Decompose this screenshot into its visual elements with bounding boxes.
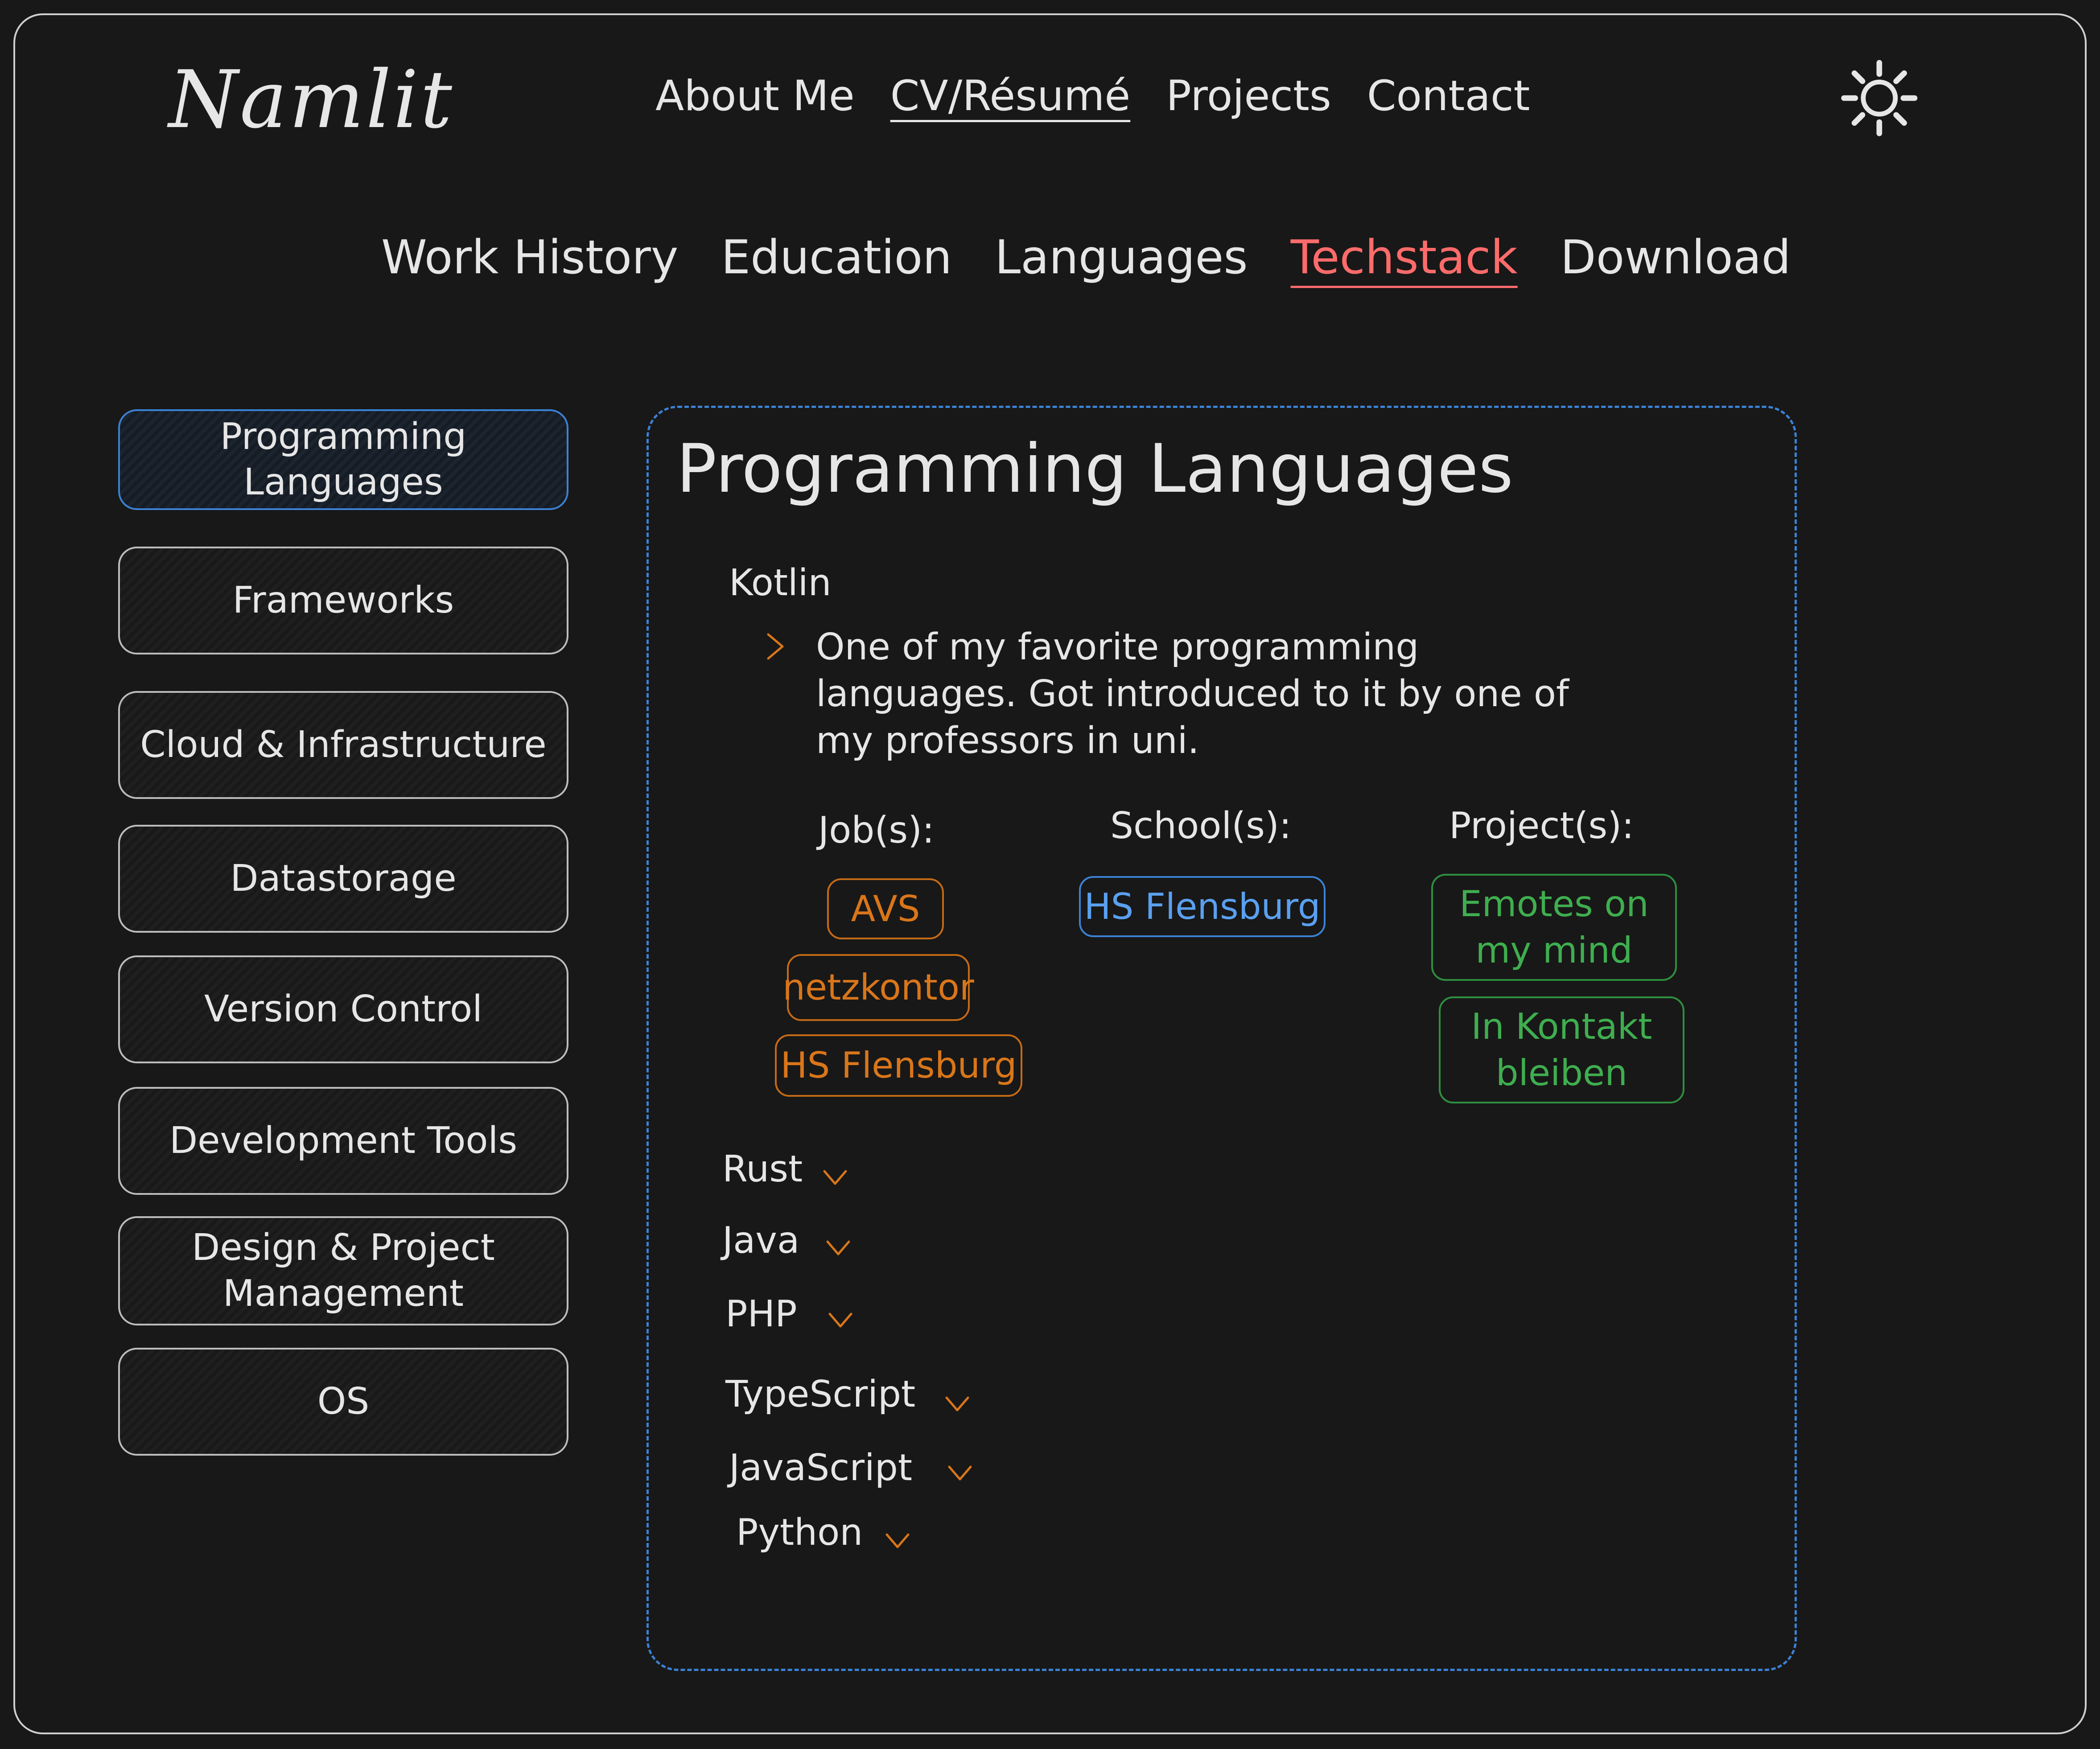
lang-kotlin-toggle[interactable]: Kotlin xyxy=(729,562,832,604)
chevron-down-icon xyxy=(948,1465,972,1481)
projects-heading: Project(s): xyxy=(1449,805,1634,847)
nav-projects[interactable]: Projects xyxy=(1166,72,1331,120)
tab-work-history[interactable]: Work History xyxy=(381,230,679,284)
job-tag-netzkontor[interactable]: netzkontor xyxy=(782,954,974,1021)
lang-javascript-toggle[interactable]: JavaScript xyxy=(729,1447,913,1489)
programming-languages-panel: Programming Languages Kotlin One of my f… xyxy=(646,406,1797,1671)
lang-rust-toggle[interactable]: Rust xyxy=(722,1148,803,1190)
lang-php-toggle[interactable]: PHP xyxy=(725,1293,797,1335)
job-tag-hs-flensburg[interactable]: HS Flensburg xyxy=(775,1034,1022,1097)
sun-icon[interactable] xyxy=(1839,58,1919,138)
nav-contact[interactable]: Contact xyxy=(1367,72,1530,120)
brand-logo[interactable]: Namlit xyxy=(169,53,454,146)
sidebar-item-version-control[interactable]: Version Control xyxy=(118,955,568,1063)
lang-typescript-toggle[interactable]: TypeScript xyxy=(725,1373,916,1416)
sidebar-item-cloud-infrastructure[interactable]: Cloud & Infrastructure xyxy=(118,691,568,799)
sidebar-item-frameworks[interactable]: Frameworks xyxy=(118,547,568,654)
nav-about-me[interactable]: About Me xyxy=(655,72,855,120)
sidebar-item-development-tools[interactable]: Development Tools xyxy=(118,1087,568,1195)
chevron-down-icon xyxy=(828,1313,852,1328)
cv-subnav: Work History Education Languages Techsta… xyxy=(381,230,1791,285)
jobs-heading: Job(s): xyxy=(818,809,935,852)
chevron-right-icon xyxy=(767,633,784,660)
job-tag-avs[interactable]: AVS xyxy=(827,878,944,939)
school-tag-hs-flensburg[interactable]: HS Flensburg xyxy=(1079,876,1326,937)
nav-cv-resume[interactable]: CV/Résumé xyxy=(890,72,1131,120)
tab-education[interactable]: Education xyxy=(721,230,952,284)
project-tag-in-kontakt-bleiben[interactable]: In Kontakt bleiben xyxy=(1439,996,1684,1103)
tab-languages[interactable]: Languages xyxy=(995,230,1248,284)
schools-heading: School(s): xyxy=(1110,805,1292,847)
sidebar-item-datastorage[interactable]: Datastorage xyxy=(118,825,568,933)
panel-title: Programming Languages xyxy=(676,430,1514,508)
sidebar-item-design-project-management[interactable]: Design & Project Management xyxy=(118,1216,568,1325)
main-nav: About Me CV/Résumé Projects Contact xyxy=(655,71,1530,122)
chevron-down-icon xyxy=(823,1170,847,1185)
chevron-down-icon xyxy=(945,1396,969,1412)
project-tag-emotes-on-my-mind[interactable]: Emotes on my mind xyxy=(1431,874,1677,981)
sidebar-item-programming-languages[interactable]: Programming Languages xyxy=(118,409,568,510)
lang-description: One of my favorite programming languages… xyxy=(816,626,1569,762)
chevron-down-icon xyxy=(885,1533,910,1548)
tab-download[interactable]: Download xyxy=(1560,230,1791,284)
sidebar-item-os[interactable]: OS xyxy=(118,1348,568,1456)
chevron-down-icon xyxy=(826,1240,850,1255)
lang-python-toggle[interactable]: Python xyxy=(736,1511,863,1554)
tab-techstack[interactable]: Techstack xyxy=(1290,230,1518,284)
lang-java-toggle[interactable]: Java xyxy=(722,1219,800,1262)
